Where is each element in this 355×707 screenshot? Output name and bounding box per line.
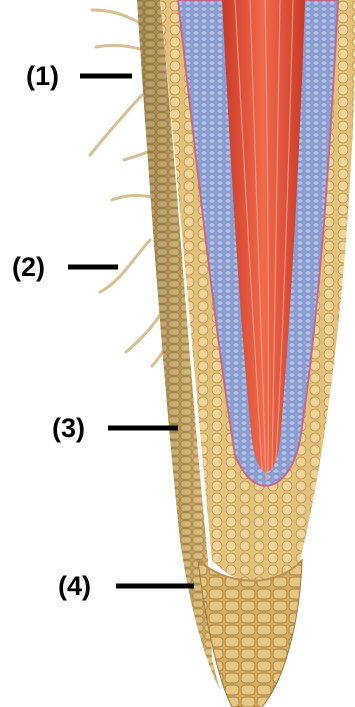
root-hair [112, 196, 155, 200]
root-hair [92, 10, 138, 22]
root-hair [90, 95, 142, 155]
label-4: (4) [58, 571, 91, 601]
label-2: (2) [12, 252, 45, 282]
root-cap [198, 560, 302, 707]
label-1: (1) [26, 61, 59, 91]
label-3: (3) [52, 413, 85, 443]
root-hair [126, 315, 160, 352]
